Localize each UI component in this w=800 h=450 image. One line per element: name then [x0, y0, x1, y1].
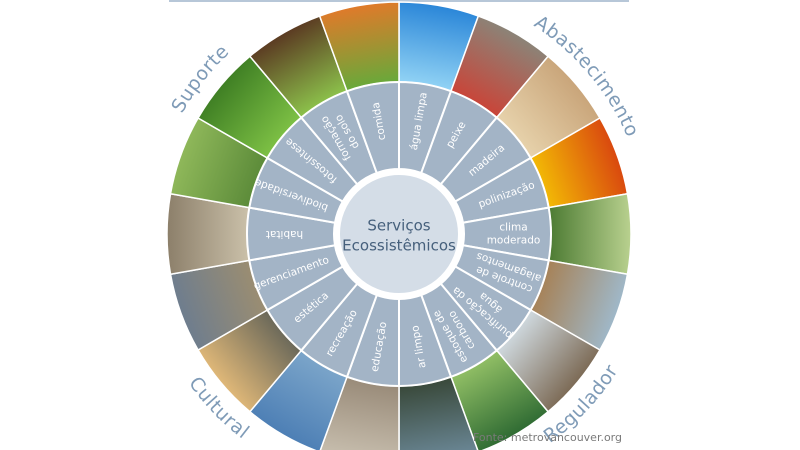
- service-comida: comida: [345, 80, 400, 175]
- service-polinizacao: polinização: [453, 156, 550, 224]
- top-frame-line: [169, 0, 629, 2]
- center-circle: [338, 173, 460, 295]
- service-gerenciamento: gerenciamento: [248, 244, 345, 312]
- service-label: habitat: [266, 228, 303, 240]
- center-title-line: Serviços: [367, 217, 430, 235]
- source-credit: Fonte: metrovancouver.org: [472, 431, 622, 444]
- center-title-line: Ecossistêmicos: [342, 237, 456, 255]
- service-formacao-do-solo: formaçãodo solo: [299, 89, 379, 186]
- service-agua-limpa: água limpa: [398, 80, 453, 175]
